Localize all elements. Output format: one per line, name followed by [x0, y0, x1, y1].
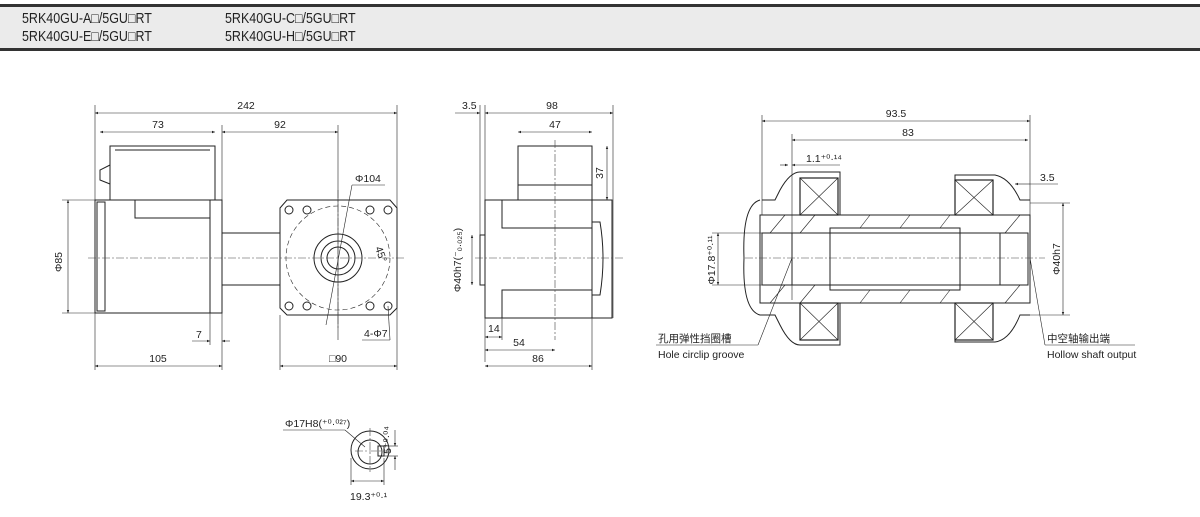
- dim-3.5-right: 3.5: [1040, 172, 1055, 184]
- dim-242: 242: [237, 100, 255, 112]
- model-e: 5RK40GU-E□/5GU□RT: [22, 29, 152, 45]
- dim-45deg: 45°: [372, 245, 389, 264]
- model-c: 5RK40GU-C□/5GU□RT: [225, 11, 356, 27]
- label-groove-cn: 孔用弹性挡圈槽: [658, 332, 732, 345]
- dim-key-depth: 19.3⁺⁰·¹: [350, 491, 388, 503]
- dim-93.5: 93.5: [886, 108, 907, 120]
- dim-92: 92: [274, 119, 286, 131]
- label-groove-en: Hole circlip groove: [658, 349, 745, 361]
- dim-54: 54: [513, 337, 525, 349]
- dim-86: 86: [532, 353, 544, 365]
- dim-73: 73: [152, 119, 164, 131]
- dim-105: 105: [149, 353, 167, 365]
- dim-37: 37: [594, 167, 606, 179]
- dim-square90: □90: [329, 353, 347, 365]
- dim-phi17.8: Φ17.8⁺⁰·¹¹: [706, 235, 718, 285]
- label-output-en: Hollow shaft output: [1047, 349, 1136, 361]
- dim-7: 7: [196, 329, 202, 341]
- dim-14: 14: [488, 323, 500, 335]
- model-h: 5RK40GU-H□/5GU□RT: [225, 29, 356, 45]
- dim-phi17h8: Φ17H8(⁺⁰·⁰²⁷): [285, 418, 350, 430]
- dim-98: 98: [546, 100, 558, 112]
- keyway-detail: Φ17H8(⁺⁰·⁰²⁷) 5⁺⁰·⁰⁴ 19.3⁺⁰·¹: [283, 418, 398, 503]
- model-header: [0, 4, 1200, 51]
- side-view: 3.5 98 47 37 Φ40h7(⁻₀.₀₂₅) 14 54 86: [452, 100, 625, 370]
- section-view: 93.5 83 1.1⁺⁰·¹⁴ 3.5 Φ17.8⁺⁰·¹¹ Φ40h7 孔用…: [656, 108, 1136, 361]
- model-a: 5RK40GU-A□/5GU□RT: [22, 11, 152, 27]
- dim-phi104: Φ104: [355, 173, 381, 185]
- label-output-cn: 中空轴输出端: [1047, 332, 1110, 345]
- dim-1.1: 1.1⁺⁰·¹⁴: [806, 153, 842, 165]
- dim-phi40h7-outer: Φ40h7: [1051, 243, 1063, 275]
- dim-phi85: Φ85: [53, 252, 65, 272]
- dim-4-phi7: 4-Φ7: [364, 328, 388, 340]
- dim-83: 83: [902, 127, 914, 139]
- dim-3.5-left: 3.5: [462, 100, 477, 112]
- dim-key-width: 5⁺⁰·⁰⁴: [382, 426, 394, 454]
- dim-47: 47: [549, 119, 561, 131]
- dim-phi40h7: Φ40h7(⁻₀.₀₂₅): [452, 228, 464, 292]
- front-view: Φ85 Φ104 45° 4-Φ7 7 105 □90 242 73 92: [53, 100, 405, 370]
